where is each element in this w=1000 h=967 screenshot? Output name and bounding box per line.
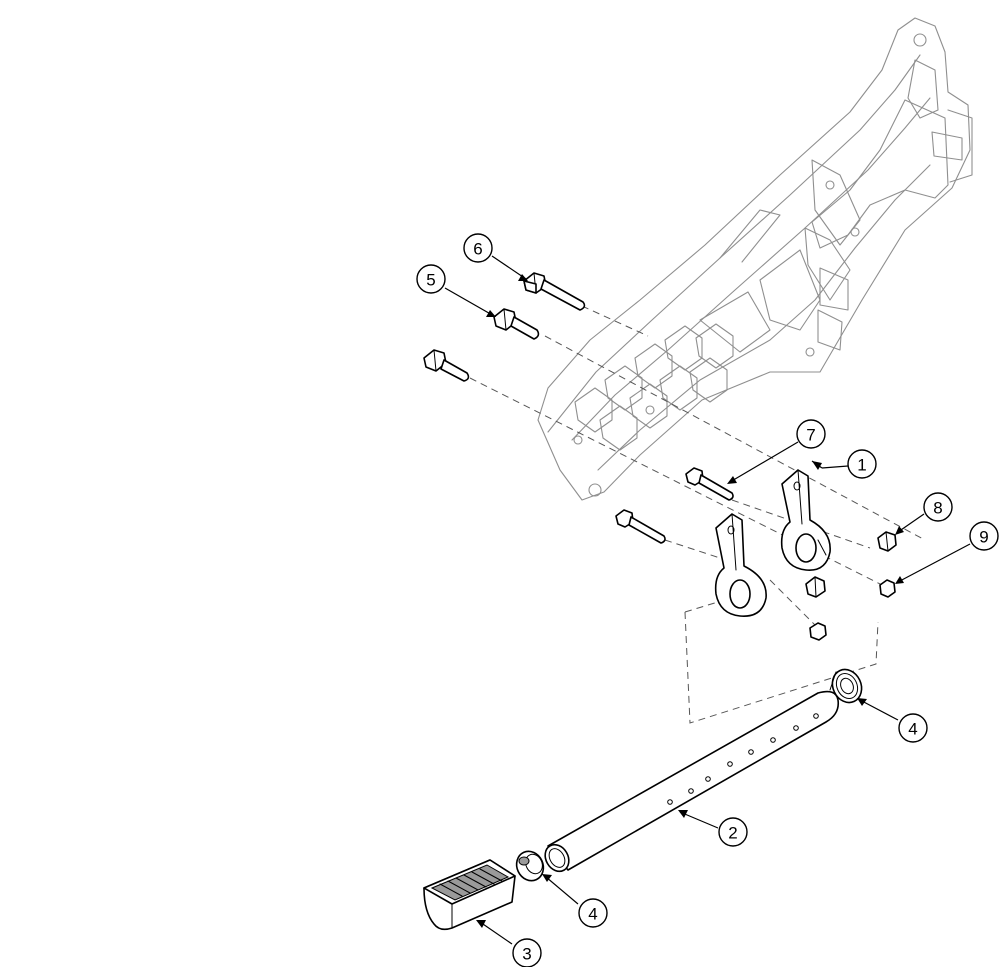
lock-nut-item-8 <box>877 531 897 552</box>
callout-6: 6 <box>463 233 493 263</box>
bolt-long-item-6 <box>523 272 586 311</box>
callout-1: 1 <box>847 449 877 479</box>
end-cap-left-item-4 <box>515 850 545 882</box>
callout-3: 3 <box>512 938 542 967</box>
callout-number: 5 <box>426 271 435 290</box>
callout-number: 7 <box>806 426 815 445</box>
bolt-medium-item-5 <box>493 308 540 340</box>
bolt-upper-left <box>423 349 470 382</box>
end-cap-right-item-4 <box>829 668 863 704</box>
callout-number: 1 <box>857 456 866 475</box>
callout-4-left: 4 <box>578 898 608 928</box>
lock-nut-lower <box>809 622 827 641</box>
callout-4-right: 4 <box>898 713 928 743</box>
leader-lines <box>444 255 971 945</box>
callout-number: 2 <box>728 824 737 843</box>
callout-5: 5 <box>416 264 446 294</box>
callout-number: 6 <box>473 240 482 259</box>
foot-plate-item-3 <box>423 859 516 931</box>
clamp-bracket-left <box>714 513 767 617</box>
callout-number: 3 <box>522 945 531 964</box>
callout-2: 2 <box>718 817 748 847</box>
lock-nut-middle <box>805 576 826 598</box>
callout-8: 8 <box>923 492 953 522</box>
clamp-bracket-item-1 <box>780 469 831 571</box>
lock-nut-item-9 <box>879 579 896 598</box>
footrest-tube-item-2 <box>544 690 840 873</box>
bolt-lower-left <box>615 509 666 544</box>
callout-number: 8 <box>933 499 942 518</box>
bolt-item-7 <box>685 467 734 501</box>
alignment-lines <box>469 305 926 724</box>
footrest-hanger-frame <box>537 17 973 501</box>
callout-number: 4 <box>588 905 597 924</box>
callout-number: 9 <box>979 528 988 547</box>
callout-7: 7 <box>796 419 826 449</box>
callout-9: 9 <box>969 521 999 551</box>
callout-number: 4 <box>908 720 917 739</box>
